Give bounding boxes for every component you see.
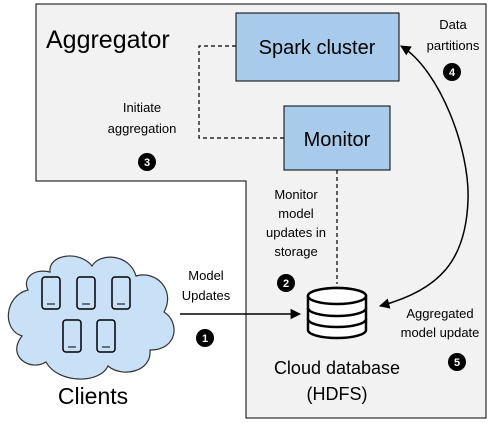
step-badge-2: 2 <box>277 274 295 292</box>
step-2-number: 2 <box>283 278 289 290</box>
step-badge-1: 1 <box>196 329 214 347</box>
monitor-updates-line2: model <box>278 206 314 221</box>
aggregated-line1: Aggregated <box>406 306 473 321</box>
database-icon <box>306 286 368 340</box>
monitor-updates-line1: Monitor <box>274 187 318 202</box>
client-device-icon <box>41 276 61 310</box>
client-device-icon <box>62 319 82 353</box>
clients-cloud <box>7 255 175 380</box>
initiate-label-line1: Initiate <box>123 100 161 115</box>
step-5-number: 5 <box>454 357 460 369</box>
client-device-icon <box>111 276 131 310</box>
monitor-label: Monitor <box>304 129 371 151</box>
initiate-aggregation-link <box>198 45 284 139</box>
data-exchange-arrow <box>378 45 469 309</box>
step-1-number: 1 <box>202 333 208 345</box>
model-updates-line1: Model <box>188 268 224 283</box>
step-badge-3: 3 <box>138 153 156 171</box>
spark-cluster-box <box>235 12 400 82</box>
model-updates-line2: Updates <box>182 288 231 303</box>
aggregated-line2: model update <box>401 325 480 340</box>
monitor-updates-line4: storage <box>274 244 317 259</box>
step-4-number: 4 <box>449 67 456 79</box>
step-badge-4: 4 <box>443 63 461 81</box>
step-badge-5: 5 <box>448 353 466 371</box>
database-label-line2: (HDFS) <box>307 384 368 404</box>
step-3-number: 3 <box>144 157 150 169</box>
aggregator-title: Aggregator <box>46 26 170 54</box>
initiate-label-line2: aggregation <box>108 121 177 136</box>
client-device-icon <box>96 319 116 353</box>
clients-label: Clients <box>58 383 128 409</box>
spark-cluster-label: Spark cluster <box>259 37 376 59</box>
client-device-icon <box>76 276 96 310</box>
data-partitions-line1: Data <box>439 17 467 32</box>
data-partitions-line2: partitions <box>427 38 480 53</box>
database-label-line1: Cloud database <box>274 358 400 378</box>
monitor-updates-line3: updates in <box>266 225 326 240</box>
